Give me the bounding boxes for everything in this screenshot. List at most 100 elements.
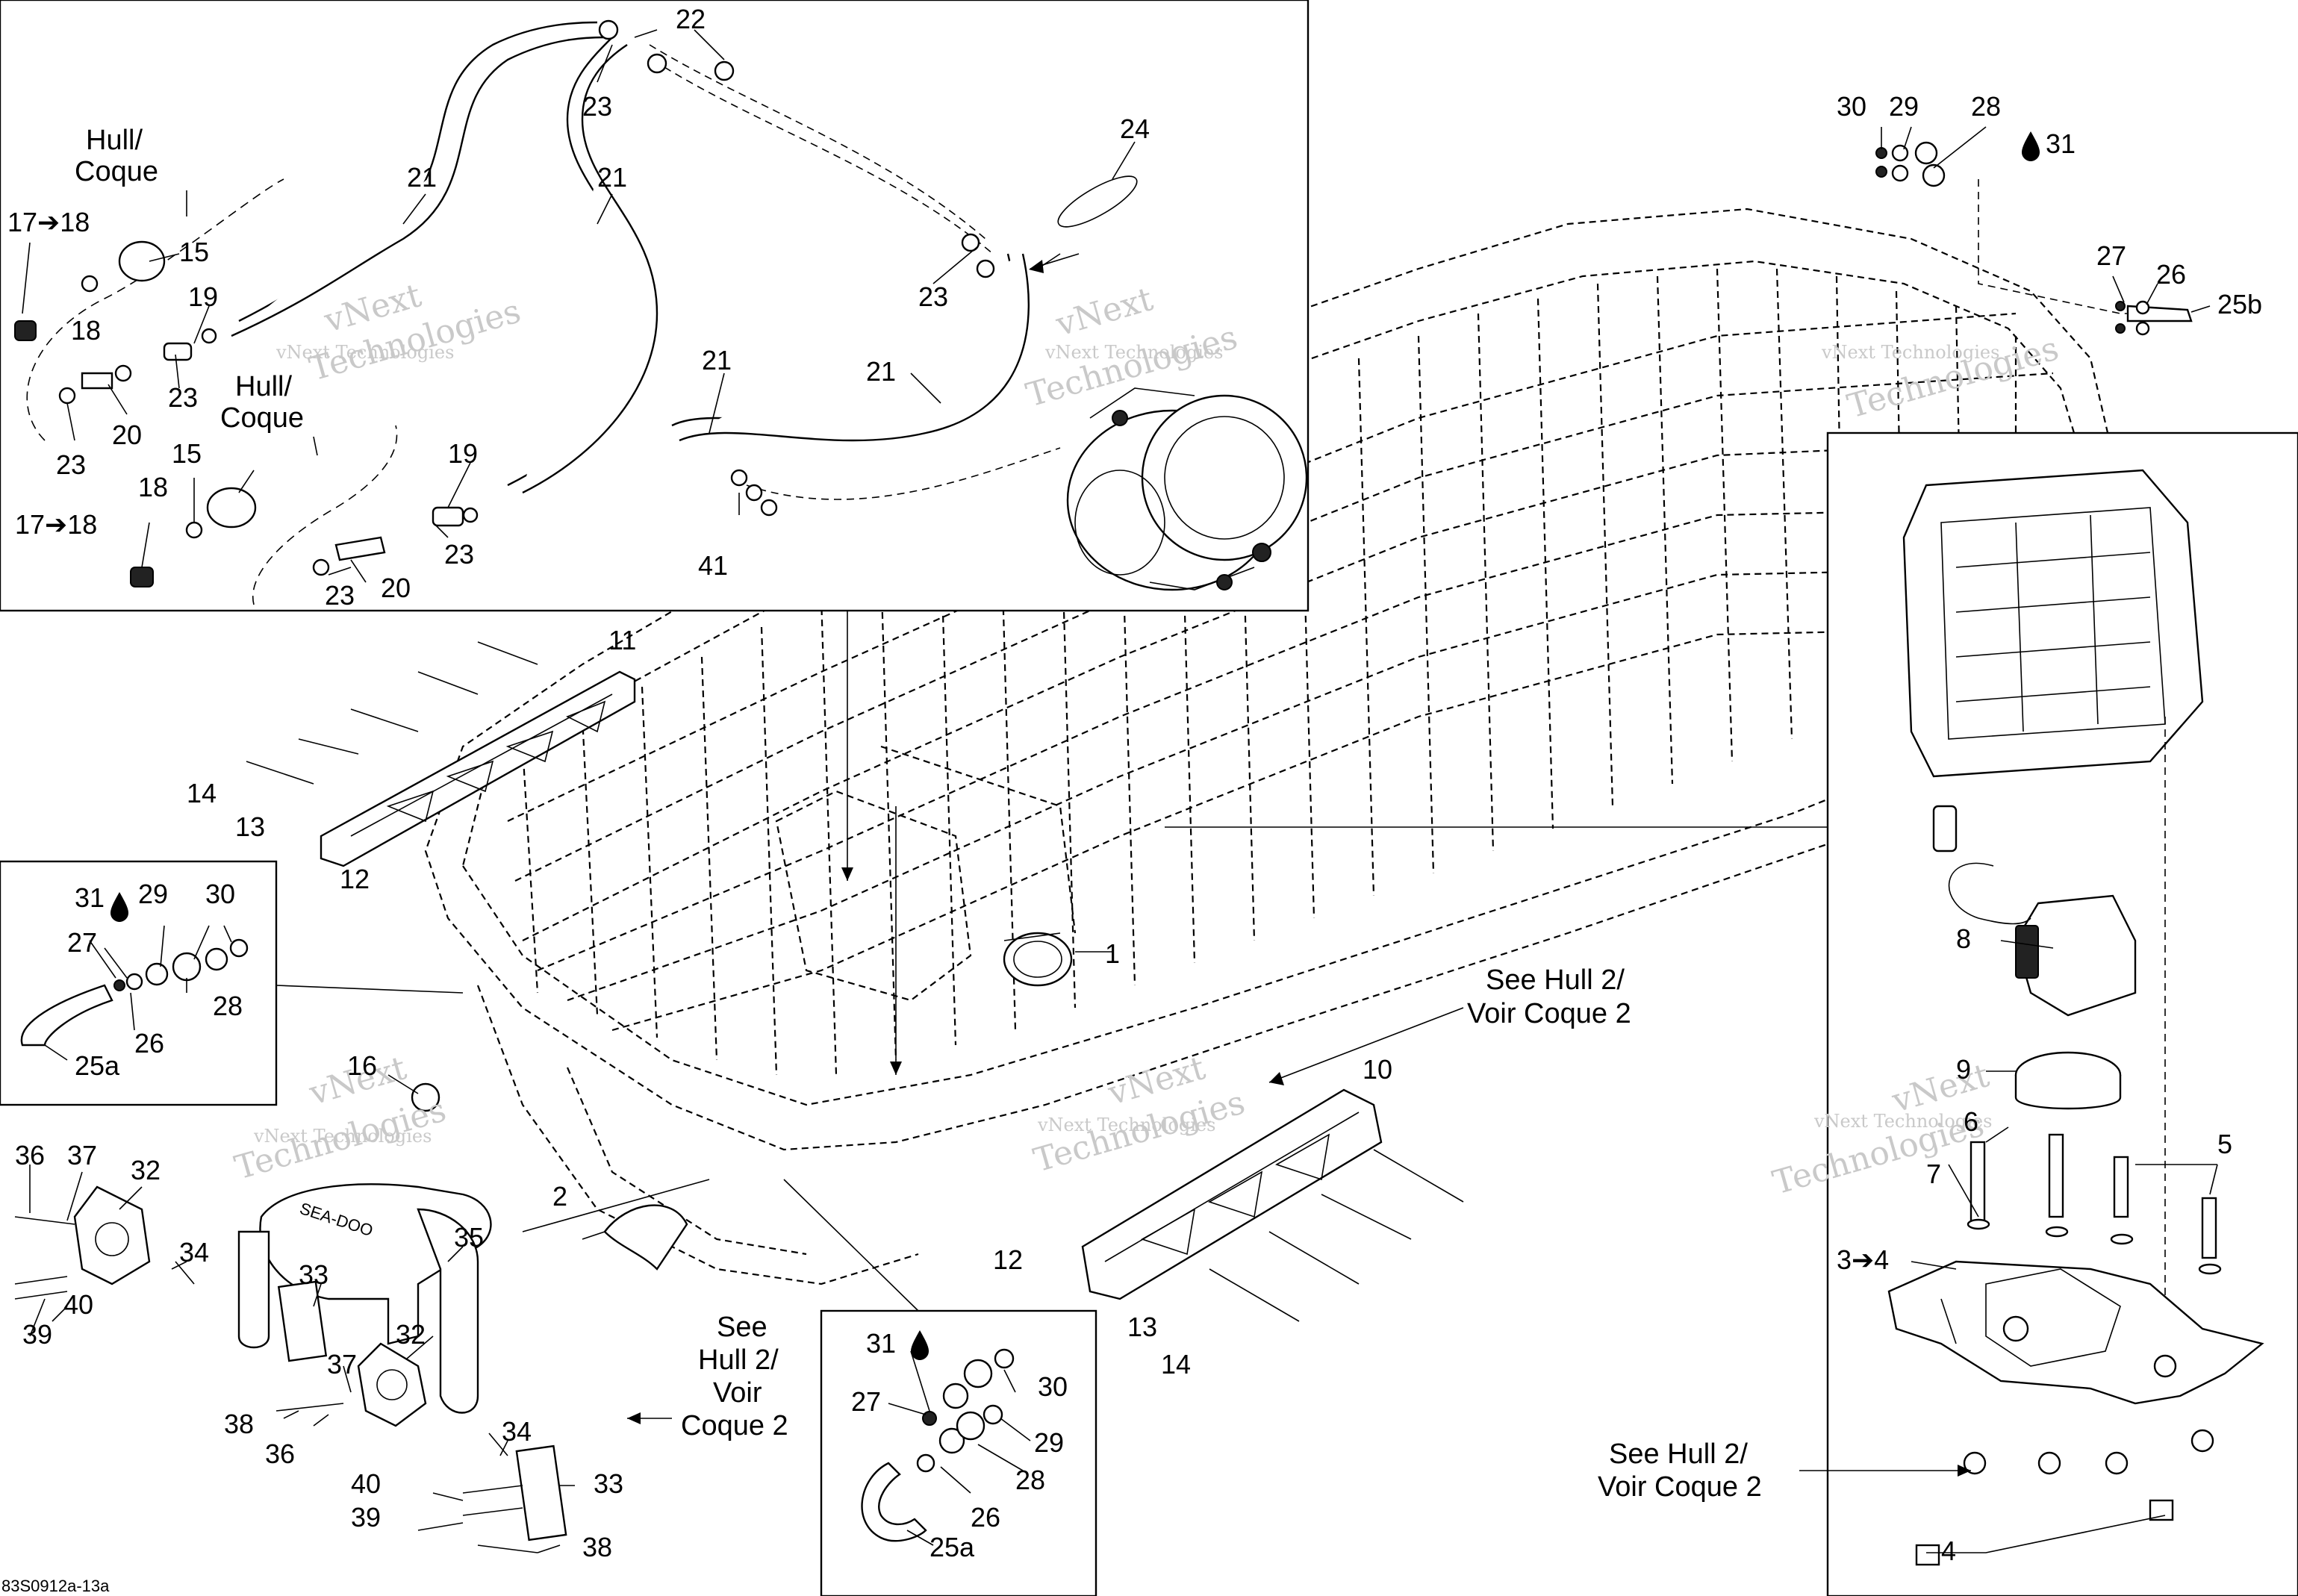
see-hull2-label: See Hull 2/ bbox=[1609, 1438, 1748, 1470]
part-number-label: 37 bbox=[67, 1140, 97, 1170]
watermark-small: vNext Technologies bbox=[275, 342, 454, 363]
ecu-panel bbox=[1165, 431, 2298, 1596]
part-number-label: 34 bbox=[179, 1237, 209, 1268]
part-number-label: 15 bbox=[172, 438, 202, 469]
part-number-label: 14 bbox=[187, 778, 217, 808]
rear-vent-fittings bbox=[1875, 126, 2211, 336]
part-number-label: 19 bbox=[188, 281, 218, 312]
part-number-label: 23 bbox=[444, 539, 474, 570]
part-number-label: 21 bbox=[866, 356, 896, 387]
part-number-label: 26 bbox=[971, 1502, 1000, 1533]
part-number-label: 37 bbox=[327, 1349, 357, 1380]
jet-pump bbox=[1066, 387, 1308, 591]
part-number-label: 33 bbox=[299, 1259, 328, 1290]
watermark-small: vNext Technologies bbox=[253, 1126, 432, 1147]
handle-screws bbox=[246, 641, 1464, 1322]
watermark-small: vNext Technologies bbox=[1813, 1111, 1992, 1132]
handle-10 bbox=[1081, 1088, 1383, 1300]
part-number-label: 26 bbox=[134, 1028, 164, 1059]
part-number-label: 39 bbox=[351, 1502, 381, 1533]
part-number-label: 23 bbox=[168, 382, 198, 413]
part-number-label: 12 bbox=[993, 1244, 1023, 1275]
part-number-label: 31 bbox=[2046, 128, 2076, 159]
part-number-label: 41 bbox=[698, 550, 728, 581]
watermark-small: vNext Technologies bbox=[1044, 342, 1223, 363]
part-number-label: 28 bbox=[1015, 1465, 1045, 1495]
see-hull2-label: Hull 2/ bbox=[698, 1344, 779, 1376]
part-number-label: 15 bbox=[179, 237, 209, 267]
part-number-label: 13 bbox=[235, 811, 265, 842]
part-number-label: 14 bbox=[1161, 1349, 1191, 1380]
part-number-label: 16 bbox=[347, 1050, 377, 1081]
sleeve-2 bbox=[582, 1204, 688, 1271]
part-number-label: 8 bbox=[1956, 923, 1971, 954]
part-number-label: 28 bbox=[1971, 91, 2001, 122]
part-number-label: 11 bbox=[608, 625, 636, 655]
panel-leaders bbox=[22, 29, 1061, 583]
part-number-label: 23 bbox=[56, 449, 86, 480]
oil-drop-icon bbox=[110, 131, 2040, 1360]
part-number-label: 23 bbox=[325, 580, 355, 611]
part-number-label: 6 bbox=[1964, 1106, 1978, 1137]
part-number-label: 25b bbox=[2217, 289, 2262, 319]
vent-valve-group-2 bbox=[130, 425, 479, 605]
part-number-label: 24 bbox=[1120, 113, 1150, 144]
part-number-label: 35 bbox=[454, 1222, 484, 1253]
handle-11 bbox=[320, 670, 636, 867]
see-hull2-label: Voir bbox=[713, 1377, 762, 1409]
vent-system-panel bbox=[0, 0, 1310, 612]
see-hull2-label: See bbox=[717, 1312, 767, 1343]
part-number-label: 13 bbox=[1127, 1312, 1157, 1342]
part-number-label: 31 bbox=[866, 1328, 896, 1359]
hull-coque-label: Coque bbox=[75, 156, 158, 187]
reference-code: 83S0912a-13a bbox=[1, 1577, 110, 1595]
part-number-label: 29 bbox=[1889, 91, 1919, 122]
part-number-label: 26 bbox=[2156, 259, 2186, 290]
part-number-label: 22 bbox=[676, 4, 706, 34]
callouts: Hull/ Coque Hull/ Coque See Hull 2/ Voir… bbox=[1, 125, 1762, 1595]
part-number-label: 27 bbox=[67, 927, 97, 958]
see-hull-arrows bbox=[627, 611, 1464, 1424]
part-number-label: 17➔18 bbox=[15, 509, 97, 540]
part-number-label: 2 bbox=[552, 1181, 567, 1212]
part-number-label: 29 bbox=[138, 879, 168, 909]
see-hull2-label: Voir Coque 2 bbox=[1598, 1471, 1762, 1503]
part-number-label: 30 bbox=[1038, 1371, 1068, 1402]
watermark-small: vNext Technologies bbox=[1821, 342, 1999, 363]
part-number-label: 23 bbox=[918, 281, 948, 312]
part-number-label: 12 bbox=[340, 864, 370, 894]
part-number-label: 39 bbox=[22, 1319, 52, 1350]
part-number-label: 4 bbox=[1941, 1536, 1956, 1566]
watermark-small: vNext Technologies bbox=[1037, 1115, 1215, 1135]
hull-coque-label: Hull/ bbox=[86, 125, 143, 156]
part-number-label: 19 bbox=[448, 438, 478, 469]
part-number-label: 34 bbox=[502, 1416, 532, 1447]
part-number-label: 5 bbox=[2217, 1129, 2232, 1159]
part-number-label: 25a bbox=[930, 1532, 975, 1562]
part-number-label: 17➔18 bbox=[7, 207, 90, 237]
vent-fitting-cluster-bottom bbox=[783, 1179, 1097, 1596]
part-number-label: 21 bbox=[597, 162, 627, 193]
hull-coque-label: Coque bbox=[220, 402, 304, 434]
part-number-label: 38 bbox=[224, 1409, 254, 1439]
see-hull2-label: Voir Coque 2 bbox=[1467, 998, 1631, 1029]
vent-fitting-cluster-left bbox=[0, 860, 464, 1106]
part-number-label: 21 bbox=[407, 162, 437, 193]
part-number-label: 18 bbox=[71, 315, 101, 346]
sensor-module bbox=[1932, 805, 2137, 1017]
part-number-label: 36 bbox=[15, 1140, 45, 1170]
part-number-label: 27 bbox=[2096, 240, 2126, 271]
part-number-label: 10 bbox=[1363, 1054, 1392, 1085]
part-number-label: 25a bbox=[75, 1050, 120, 1081]
part-number-label: 36 bbox=[265, 1438, 295, 1469]
part-number-label: 40 bbox=[63, 1289, 93, 1320]
part-number-label: 27 bbox=[851, 1386, 881, 1417]
mounting-bolts bbox=[1967, 1133, 2222, 1275]
hull-coque-label: Hull/ bbox=[235, 371, 292, 402]
see-hull2-label: Coque 2 bbox=[681, 1410, 788, 1441]
part-number-label: 31 bbox=[75, 882, 105, 913]
part-number-label: 32 bbox=[131, 1155, 161, 1185]
part-number-label: 9 bbox=[1956, 1054, 1971, 1085]
part-number-label: 18 bbox=[138, 472, 168, 502]
